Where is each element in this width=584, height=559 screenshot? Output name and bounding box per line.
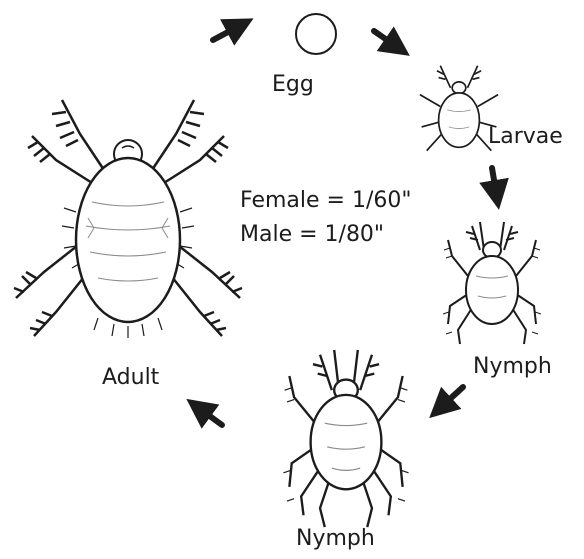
size-note: Female = 1/60" Male = 1/80" bbox=[240, 184, 412, 252]
female-size-text: Female = 1/60" bbox=[240, 184, 412, 218]
nymph-mite-large-icon bbox=[283, 350, 408, 527]
arrow-adult-to-egg bbox=[213, 24, 243, 40]
arrow-larvae-to-nymph bbox=[492, 168, 497, 198]
male-size-text: Male = 1/80" bbox=[240, 218, 412, 252]
egg-icon bbox=[296, 14, 336, 54]
adult-label: Adult bbox=[102, 367, 159, 389]
arrow-egg-to-larvae bbox=[374, 31, 400, 49]
nymph-label-1: Nymph bbox=[473, 356, 552, 378]
adult-mite-icon bbox=[14, 100, 242, 338]
arrow-nymph-to-adult bbox=[196, 406, 222, 425]
nymph-mite-icon bbox=[443, 222, 541, 344]
larvae-label: Larvae bbox=[488, 126, 563, 148]
larva-mite-icon bbox=[420, 66, 498, 151]
nymph-label-2: Nymph bbox=[296, 528, 375, 550]
arrow-nymph-to-nymph bbox=[438, 387, 463, 410]
egg-label: Egg bbox=[272, 74, 314, 96]
